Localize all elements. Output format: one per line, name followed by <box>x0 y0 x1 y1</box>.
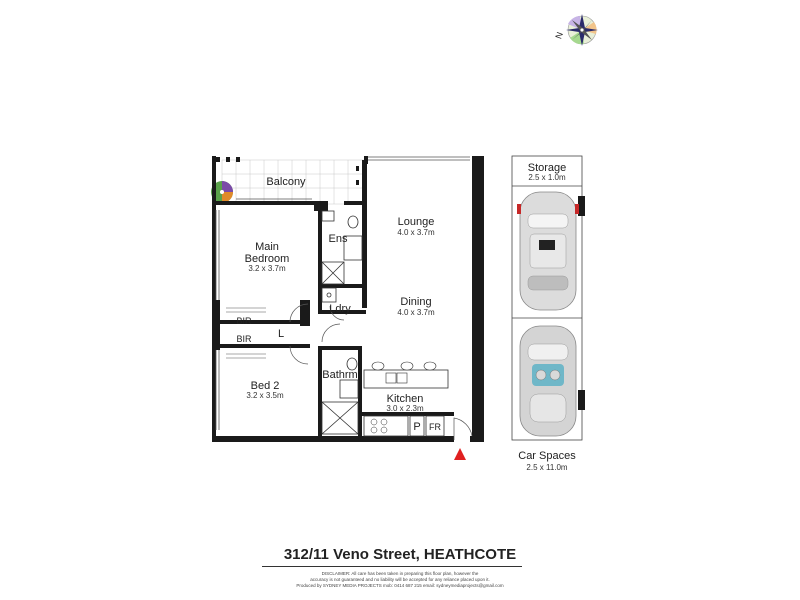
bathroom-fixtures <box>321 357 359 435</box>
title-underline <box>262 566 522 567</box>
ens-label: Ens <box>329 233 348 245</box>
lounge-label: Lounge <box>398 216 435 228</box>
bir-label-2: BIR <box>236 334 252 344</box>
dining-label: Dining <box>400 296 431 308</box>
bir-label-1: BIR <box>236 316 252 326</box>
disclaimer-line-1: DISCLAIMER: All care has been taken in p… <box>321 571 479 576</box>
property-address: 312/11 Veno Street, HEATHCOTE <box>283 546 517 563</box>
storage-dims: 2.5 x 1.0m <box>528 173 566 182</box>
walls <box>212 156 484 442</box>
bed2-dims: 3.2 x 3.5m <box>246 391 284 400</box>
compass-north-label: N <box>553 31 565 41</box>
lounge-dims: 4.0 x 3.7m <box>397 228 435 237</box>
linen-label: L <box>278 328 284 340</box>
car-icon <box>519 325 577 437</box>
windows <box>215 156 470 430</box>
disclaimer-line-3: Produced by SYDNEY MEDIA PROJECTS mob: 0… <box>296 583 504 588</box>
car-spaces-dims: 2.5 x 11.0m <box>526 463 568 472</box>
pantry-label: P <box>413 421 420 433</box>
car-spaces-label: Car Spaces <box>518 450 576 462</box>
bed2-label: Bed 2 <box>251 380 280 392</box>
ensuite-fixtures <box>321 210 363 285</box>
storage-label: Storage <box>528 162 567 174</box>
plant-icon <box>211 181 233 203</box>
entry-arrow-icon <box>454 448 466 460</box>
fridge-label: FR <box>429 422 441 432</box>
main-bedroom-dims: 3.2 x 3.7m <box>248 264 286 273</box>
laundry-fixtures <box>321 287 337 303</box>
disclaimer-line-2: accuracy is not guaranteed and no liabil… <box>310 577 490 582</box>
doors <box>289 303 473 440</box>
balcony-posts <box>216 157 359 185</box>
bathroom-label: Bathrm <box>322 369 357 381</box>
kitchen-label: Kitchen <box>387 393 424 405</box>
kitchen-fixtures <box>363 361 449 437</box>
main-bedroom-label-1: Main <box>255 241 279 253</box>
laundry-label: Ldry <box>329 303 351 315</box>
main-bedroom-label-2: Bedroom <box>245 253 290 265</box>
wardrobe-rails <box>226 307 266 359</box>
balcony-tiles <box>221 159 365 205</box>
balcony-label: Balcony <box>266 176 306 188</box>
car-icon <box>517 191 579 311</box>
kitchen-dims: 3.0 x 2.3m <box>386 404 424 413</box>
compass-rose-icon <box>566 14 598 46</box>
dining-dims: 4.0 x 3.7m <box>397 308 435 317</box>
